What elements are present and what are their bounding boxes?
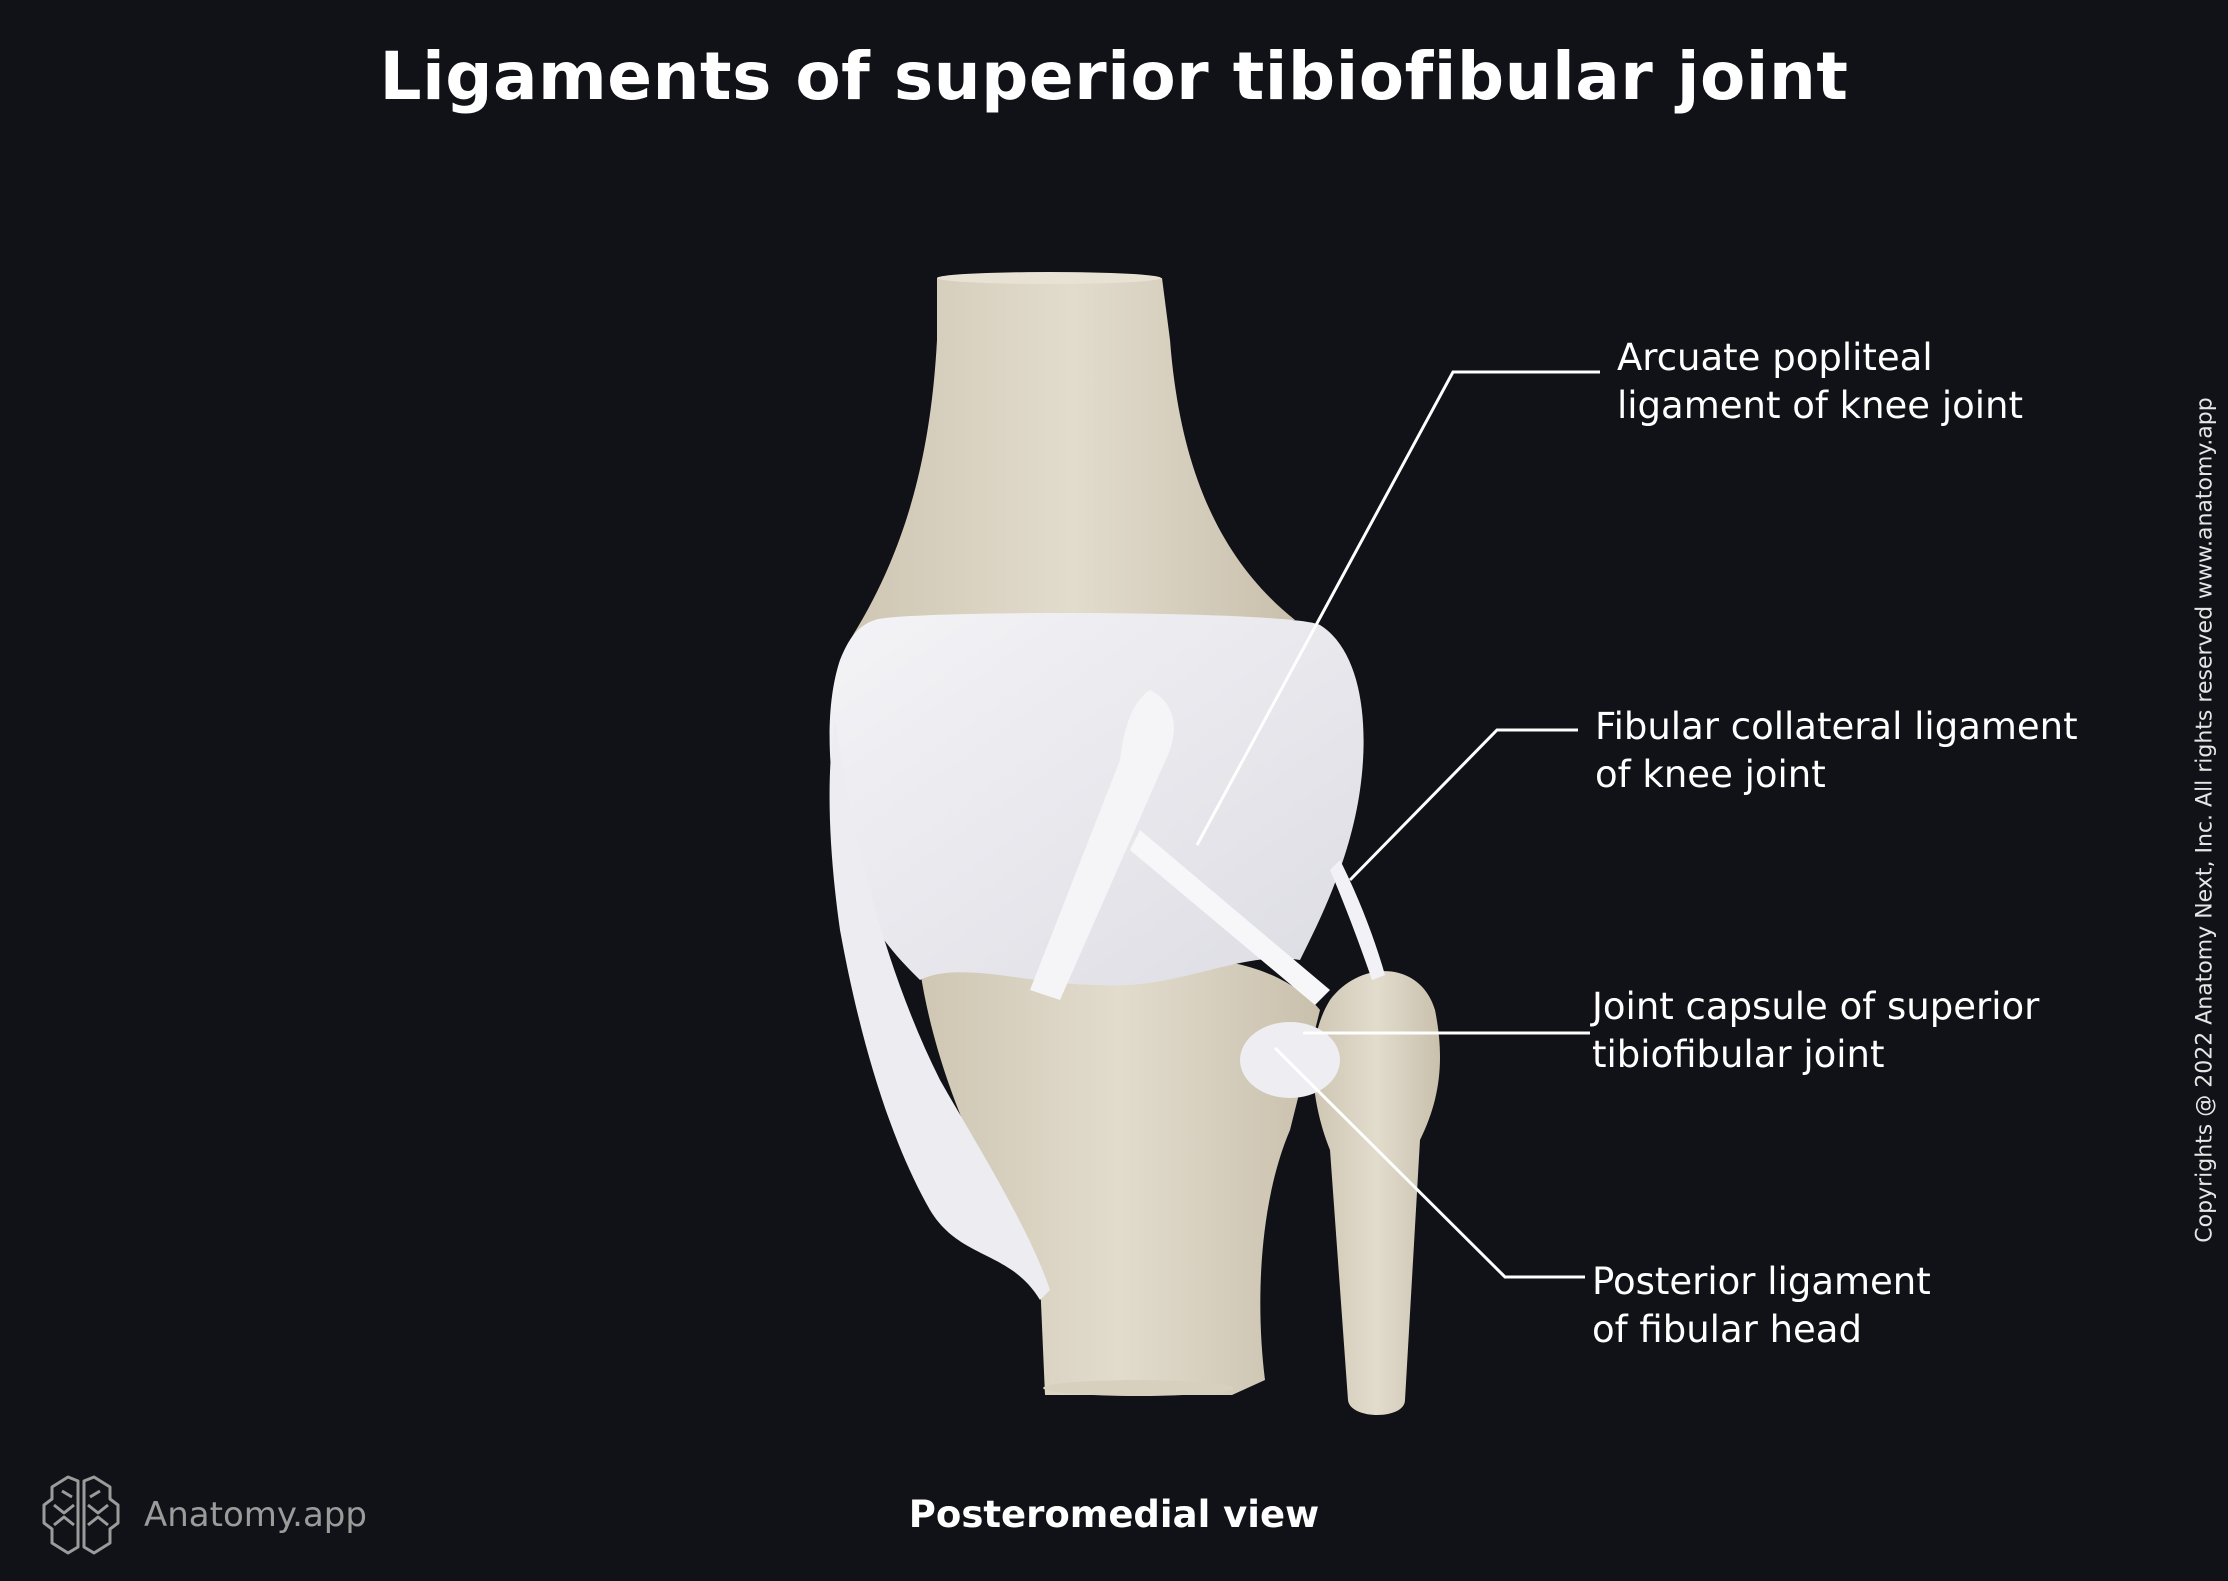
label-line: of fibular head: [1592, 1308, 1862, 1351]
label-arcuate-popliteal-ligament: Arcuate popliteal ligament of knee joint: [1617, 334, 2023, 430]
label-joint-capsule: Joint capsule of superior tibiofibular j…: [1592, 983, 2039, 1079]
leader-posterior-ligament: [1273, 1046, 1585, 1279]
label-line: ligament of knee joint: [1617, 384, 2023, 427]
label-fibular-collateral-ligament: Fibular collateral ligament of knee join…: [1595, 703, 2078, 799]
view-caption: Posteromedial view: [908, 1493, 1320, 1536]
leader-arcuate-popliteal: [1195, 370, 1600, 846]
label-line: of knee joint: [1595, 753, 1826, 796]
label-posterior-ligament-fibular-head: Posterior ligament of fibular head: [1592, 1258, 1931, 1354]
page-title: Ligaments of superior tibiofibular joint: [379, 38, 1849, 115]
label-line: Fibular collateral ligament: [1595, 705, 2078, 748]
tibia: [920, 959, 1320, 1396]
label-line: Arcuate popliteal: [1617, 336, 1933, 379]
copyright-notice: Copyrights @ 2022 Anatomy Next, Inc. All…: [2192, 397, 2218, 1243]
brand-logo: Anatomy.app: [40, 1475, 367, 1555]
brain-logo-icon: [42, 1475, 120, 1555]
leader-fibular-collateral: [1348, 728, 1578, 882]
label-line: Posterior ligament: [1592, 1260, 1931, 1303]
label-line: Joint capsule of superior: [1592, 985, 2040, 1028]
ligaments: [829, 613, 1385, 1300]
brand-name: Anatomy.app: [144, 1495, 367, 1535]
label-line: tibiofibular joint: [1592, 1033, 1885, 1076]
fibula: [1313, 971, 1440, 1415]
leader-lines: [1195, 370, 1600, 1279]
femur: [850, 272, 1295, 640]
